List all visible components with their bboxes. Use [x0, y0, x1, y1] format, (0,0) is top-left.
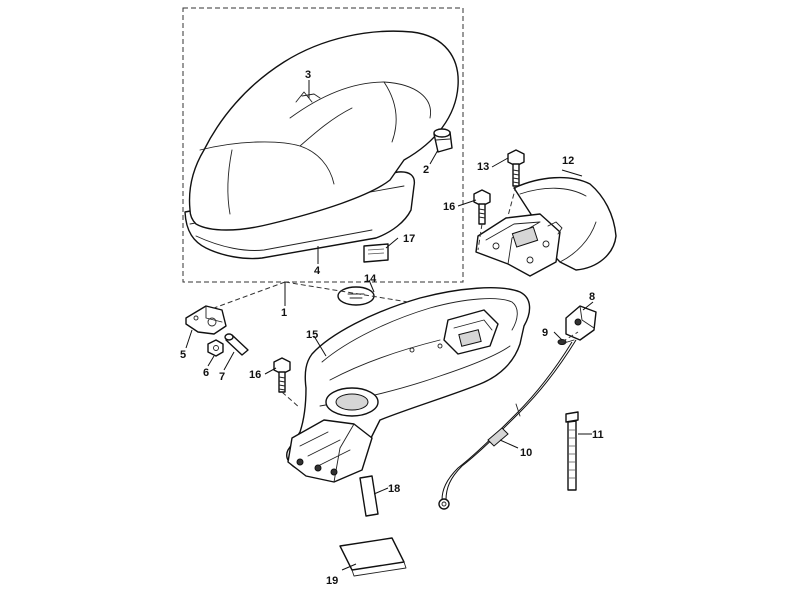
- callout-15: 15: [306, 329, 318, 341]
- latch-part: [565, 305, 597, 341]
- callout-17: 17: [403, 233, 415, 245]
- label-sticker-part: [363, 243, 389, 263]
- strip-part: [359, 475, 379, 517]
- callout-18: 18: [388, 483, 400, 495]
- cable-tie-part: [565, 411, 579, 491]
- callout-7: 7: [219, 371, 225, 383]
- seat-cable-part: [438, 339, 577, 510]
- callout-14: 14: [364, 273, 377, 285]
- callout-19: 19: [326, 575, 338, 587]
- callout-10: 10: [520, 447, 532, 459]
- callout-3: 3: [305, 69, 311, 81]
- seat-assembly-boundary: [182, 7, 464, 283]
- bolt-part-upper: [473, 189, 491, 225]
- callout-11: 11: [592, 429, 604, 441]
- callout-4: 4: [314, 265, 321, 277]
- nut-part: [207, 339, 224, 357]
- lock-bracket-part: [475, 176, 617, 277]
- leader-lines: [185, 80, 594, 571]
- hinge-bracket-part: [185, 305, 227, 335]
- callout-5: 5: [180, 349, 186, 361]
- storage-box-part: [286, 287, 531, 483]
- callout-9: 9: [542, 327, 548, 339]
- seat-part: [184, 30, 459, 260]
- bolt-part-left: [273, 357, 291, 393]
- grommet-part: [433, 128, 453, 153]
- callout-13: 13: [477, 161, 489, 173]
- callout-2: 2: [423, 164, 429, 176]
- callout-1: 1: [281, 307, 287, 319]
- pad-part: [339, 537, 407, 577]
- callout-16-left: 16: [249, 369, 261, 381]
- bolt-part-13: [507, 149, 525, 187]
- callout-labels: 1 2 3 4 5 6 7 8 9 10 11 12 13 14 15 16 1…: [180, 69, 604, 587]
- callout-16-upper: 16: [443, 201, 455, 213]
- callout-12: 12: [562, 155, 574, 167]
- assembly-lines: [213, 185, 579, 409]
- hinge-pin-part: [224, 333, 249, 356]
- callout-6: 6: [203, 367, 209, 379]
- callout-8: 8: [589, 291, 595, 303]
